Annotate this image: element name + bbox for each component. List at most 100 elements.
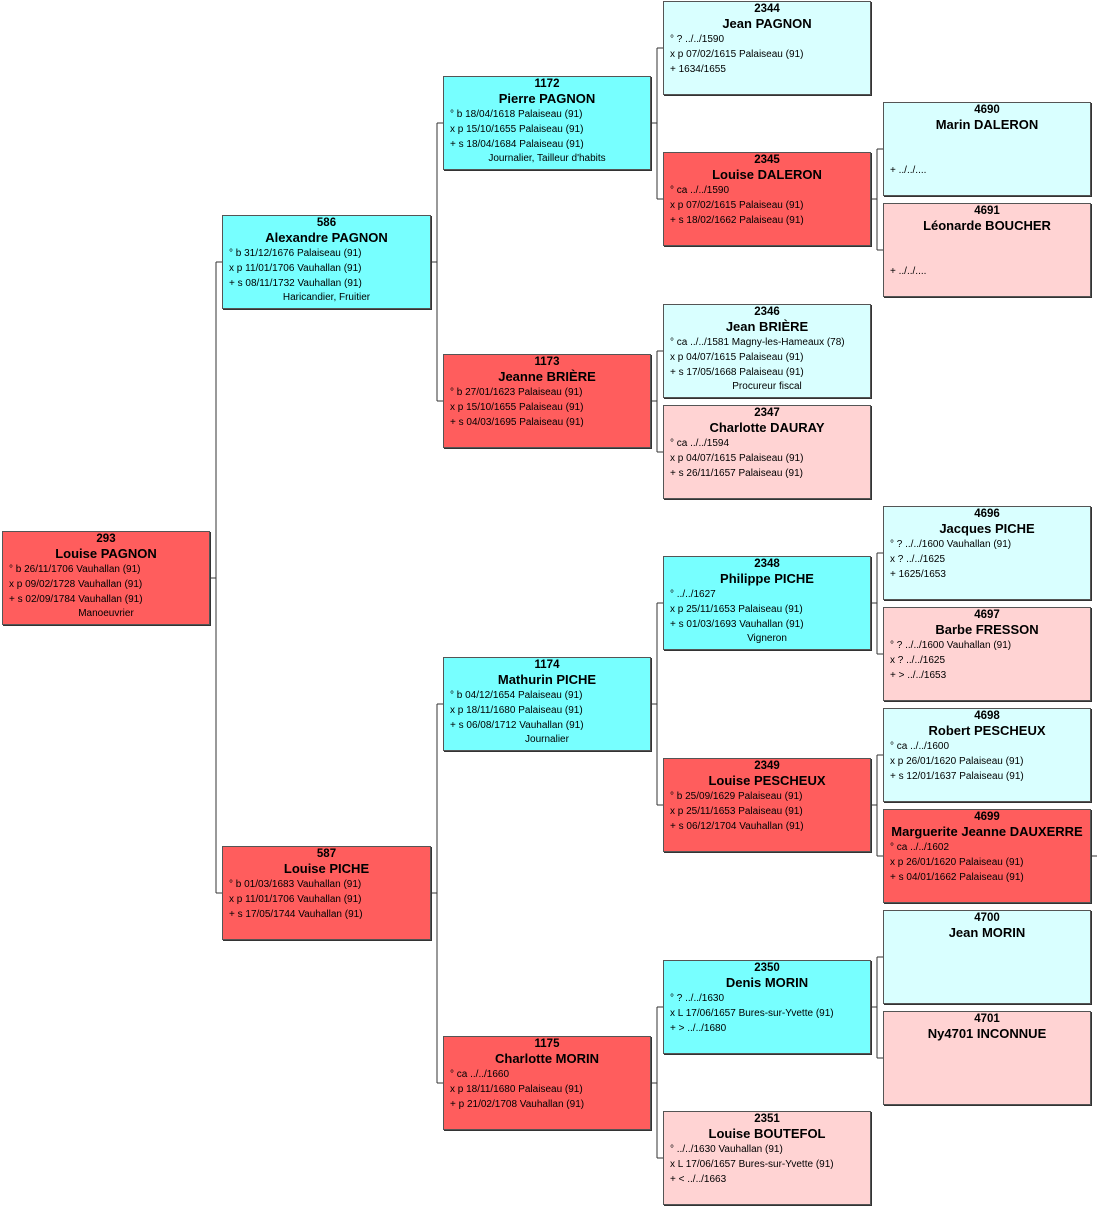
event-line: + s 01/03/1693 Vauhallan (91) xyxy=(670,619,804,630)
person-name: Jean BRIÈRE xyxy=(725,319,809,334)
person-name: Charlotte DAURAY xyxy=(709,420,825,435)
event-line: ° ? ../../1600 Vauhallan (91) xyxy=(890,640,1012,651)
event-line: + s 02/09/1784 Vauhallan (91) xyxy=(9,594,143,605)
person-name: Robert PESCHEUX xyxy=(928,723,1046,738)
event-line: ° ca ../../1600 xyxy=(890,741,950,752)
sosa-number: 4698 xyxy=(974,710,1000,722)
person-name: Marin DALERON xyxy=(935,117,1039,132)
event-line: + > ../../1653 xyxy=(890,670,947,681)
person-name: Louise PAGNON xyxy=(55,546,157,561)
sosa-number: 4699 xyxy=(974,811,1000,823)
sosa-number: 2350 xyxy=(754,962,780,974)
event-line: + s 17/05/1668 Palaiseau (91) xyxy=(670,367,804,378)
event-line: + s 18/02/1662 Palaiseau (91) xyxy=(670,215,804,226)
sosa-number: 2349 xyxy=(754,760,780,772)
event-line: + s 18/04/1684 Palaiseau (91) xyxy=(450,139,584,150)
event-line: x L 17/06/1657 Bures-sur-Yvette (91) xyxy=(670,1159,834,1170)
event-line: x p 09/02/1728 Vauhallan (91) xyxy=(9,579,143,590)
event-line: ° ? ../../1600 Vauhallan (91) xyxy=(890,539,1012,550)
person-name: Alexandre PAGNON xyxy=(265,230,388,245)
event-line: x p 26/01/1620 Palaiseau (91) xyxy=(890,857,1024,868)
event-line: x p 11/01/1706 Vauhallan (91) xyxy=(229,894,362,905)
event-line xyxy=(884,148,1090,163)
event-line: x p 26/01/1620 Palaiseau (91) xyxy=(890,756,1024,767)
person-name: Louise BOUTEFOL xyxy=(708,1126,826,1141)
event-line: + s 04/01/1662 Palaiseau (91) xyxy=(890,872,1024,883)
sosa-number: 2347 xyxy=(754,407,780,419)
sosa-number: 2345 xyxy=(754,154,780,166)
person-name: Ny4701 INCONNUE xyxy=(927,1026,1047,1041)
occupation: Procureur fiscal xyxy=(732,381,802,392)
event-line: x ? ../../1625 xyxy=(890,655,946,666)
event-line: ° b 01/03/1683 Vauhallan (91) xyxy=(229,879,362,890)
sosa-number: 4701 xyxy=(974,1013,1000,1025)
person-name: Jean MORIN xyxy=(948,925,1026,940)
sosa-number: 1172 xyxy=(534,78,560,90)
event-line: ° ca ../../1581 Magny-les-Hameaux (78) xyxy=(670,337,845,348)
event-line: ° ca ../../1602 xyxy=(890,842,950,853)
event-line: x p 18/11/1680 Palaiseau (91) xyxy=(450,1084,583,1095)
sosa-number: 586 xyxy=(316,217,337,229)
sosa-number: 293 xyxy=(96,533,116,545)
person-name: Philippe PICHE xyxy=(720,571,814,586)
sosa-number: 2348 xyxy=(754,558,780,570)
person-name: Barbe FRESSON xyxy=(935,622,1039,637)
event-line: x p 07/02/1615 Palaiseau (91) xyxy=(670,49,804,60)
event-line xyxy=(884,234,1090,249)
event-line: ° ca ../../1660 xyxy=(450,1069,510,1080)
event-line: + s 06/08/1712 Vauhallan (91) xyxy=(450,720,584,731)
event-line xyxy=(884,249,1090,264)
occupation: Manoeuvrier xyxy=(78,608,134,619)
event-line: x p 15/10/1655 Palaiseau (91) xyxy=(450,124,584,135)
person-name: Pierre PAGNON xyxy=(498,91,596,106)
sosa-number: 4690 xyxy=(974,104,1000,116)
person-name: Jacques PICHE xyxy=(939,521,1035,536)
sosa-number: 2351 xyxy=(754,1113,780,1125)
event-line: ° b 27/01/1623 Palaiseau (91) xyxy=(450,387,583,398)
event-line: + ../../.... xyxy=(890,266,927,277)
event-line: ° ? ../../1590 xyxy=(670,34,725,45)
event-line: x p 15/10/1655 Palaiseau (91) xyxy=(450,402,584,413)
sosa-number: 4697 xyxy=(974,609,1000,621)
occupation: Journalier, Tailleur d'habits xyxy=(488,153,606,164)
person-name: Louise PICHE xyxy=(283,861,370,876)
sosa-number: 4696 xyxy=(974,508,1000,520)
event-line: ° ca ../../1590 xyxy=(670,185,730,196)
person-name: Jeanne BRIÈRE xyxy=(498,369,596,384)
sosa-number: 2344 xyxy=(754,3,780,15)
event-line xyxy=(884,133,1090,148)
event-line: ° b 25/09/1629 Palaiseau (91) xyxy=(670,791,803,802)
sosa-number: 1175 xyxy=(534,1038,560,1050)
event-line: ° b 26/11/1706 Vauhallan (91) xyxy=(9,564,141,575)
event-line: + s 08/11/1732 Vauhallan (91) xyxy=(229,278,362,289)
event-line: + 1625/1653 xyxy=(890,569,946,580)
person-name: Louise DALERON xyxy=(712,167,822,182)
sosa-number: 4700 xyxy=(974,912,1000,924)
event-line: ° ../../1627 xyxy=(670,589,716,600)
person-name: Denis MORIN xyxy=(725,975,809,990)
